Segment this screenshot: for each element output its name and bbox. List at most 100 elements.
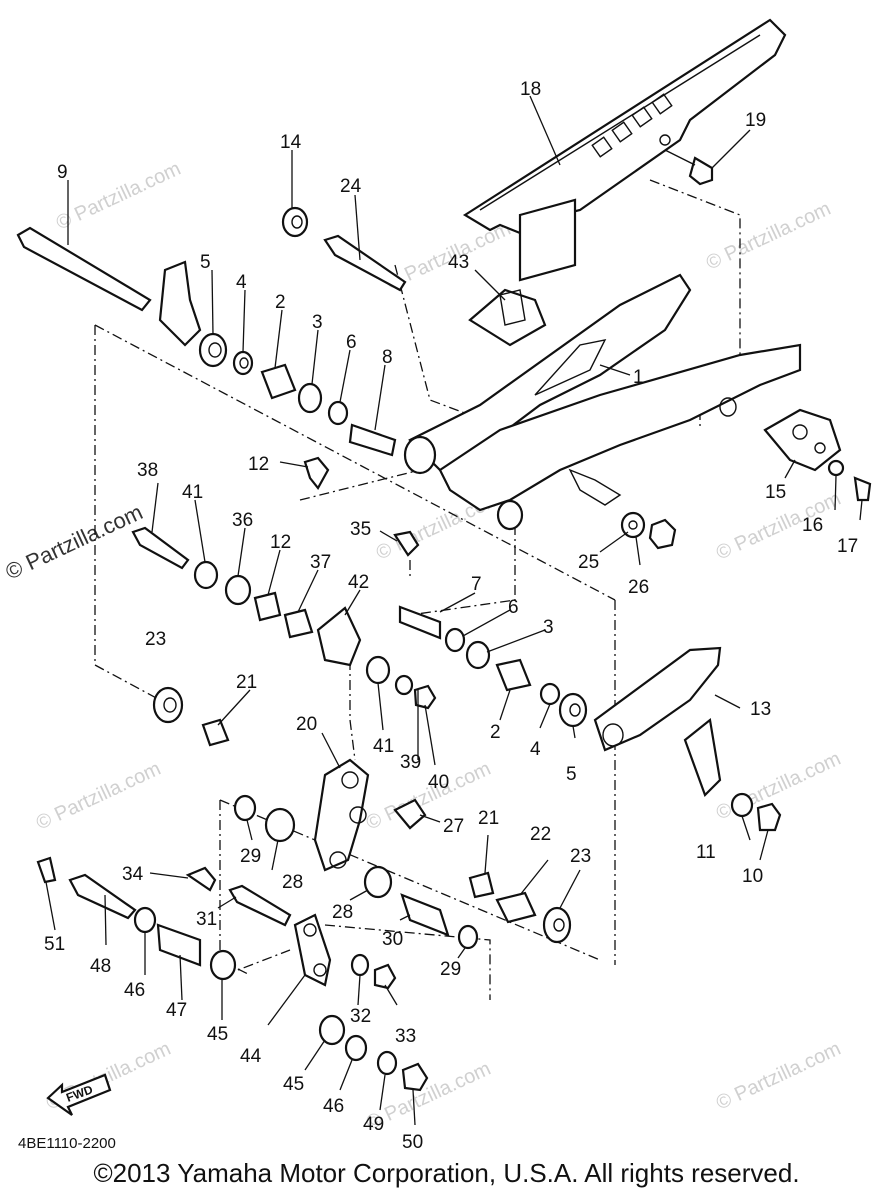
bracket	[158, 260, 202, 347]
callout-51: 51	[44, 934, 65, 955]
bolt-48	[68, 873, 137, 920]
protector-43	[468, 288, 547, 347]
callout-26: 26	[628, 577, 649, 598]
bracket-15	[763, 408, 842, 472]
watermark: © Partzilla.com	[363, 758, 494, 835]
callout-12: 35	[350, 519, 371, 540]
washer-32	[350, 953, 370, 977]
oil-seal-29	[457, 924, 479, 950]
grease-nipple-12	[393, 530, 420, 557]
callout-10: 10	[742, 866, 763, 887]
callout-47: 47	[166, 1000, 187, 1021]
callout-50: 50	[402, 1132, 423, 1153]
watermark: © Partzilla.com	[713, 1038, 844, 1115]
callout-3: 3	[543, 617, 554, 638]
callout-25: 25	[578, 552, 599, 573]
bearing-36	[224, 574, 252, 606]
callout-28: 28	[282, 872, 303, 893]
bearing-45	[209, 949, 237, 981]
oil-seal-41	[365, 655, 391, 685]
copyright-notice: ©2013 Yamaha Motor Corporation, U.S.A. A…	[93, 1158, 800, 1188]
chain-guard	[462, 18, 787, 282]
oil-seal-4	[539, 682, 561, 706]
nut-33	[373, 963, 397, 990]
callout-37: 37	[310, 552, 331, 573]
bolt-31	[228, 884, 292, 927]
callout-41: 41	[182, 482, 203, 503]
bearing-3	[297, 382, 323, 414]
washer-39	[394, 674, 414, 696]
callout-29: 29	[440, 959, 461, 980]
bearing-45	[318, 1014, 346, 1046]
swingarm	[403, 273, 802, 531]
callout-12: 12	[248, 454, 269, 475]
collar-35	[253, 591, 282, 622]
callout-29: 29	[240, 846, 261, 867]
bearing-3	[465, 640, 491, 670]
grease-nipple-34	[185, 866, 217, 892]
bolt-38	[131, 526, 190, 570]
collar-14	[281, 206, 309, 238]
callout-5: 5	[200, 252, 211, 273]
oil-seal-41	[193, 560, 219, 590]
collar-21	[201, 718, 230, 747]
washer-6	[444, 627, 466, 653]
callout-22: 22	[530, 824, 551, 845]
watermark: © Partzilla.com	[33, 758, 164, 835]
callout-18: 18	[520, 79, 541, 100]
collar-30	[400, 893, 450, 937]
callout-45: 45	[207, 1024, 228, 1045]
callout-41: 41	[373, 736, 394, 757]
oil-seal-23	[152, 686, 184, 724]
callout-48: 48	[90, 956, 111, 977]
grease-nipple-12	[303, 456, 330, 490]
callout-32: 32	[350, 1006, 371, 1027]
callout-4: 4	[236, 272, 247, 293]
collar-7	[398, 605, 442, 640]
bracket-42	[316, 606, 362, 667]
bearing-5	[198, 332, 228, 368]
callout-6: 6	[346, 332, 357, 353]
callout-24: 24	[340, 176, 362, 197]
grease-nipple-51	[36, 856, 57, 884]
callout-16: 16	[802, 515, 823, 536]
callout-9: 9	[57, 162, 68, 183]
callout-42: 42	[348, 572, 369, 593]
oil-seal-29	[233, 794, 257, 822]
bearing-37	[283, 608, 314, 639]
callout-40: 40	[428, 772, 449, 793]
callout-35: 12	[270, 532, 291, 553]
callout-28: 28	[332, 902, 353, 923]
callout-2: 2	[275, 292, 286, 313]
bolt-24	[323, 234, 407, 292]
connecting-arm-44	[293, 913, 332, 987]
callout-11: 11	[696, 842, 716, 863]
callout-17: 17	[837, 536, 858, 557]
callout-13: 13	[750, 699, 771, 720]
leader-lines	[45, 95, 863, 1126]
nut-40	[413, 684, 437, 710]
pivot-shaft-9	[16, 226, 152, 312]
diagram-code: 4BE1110-2200	[18, 1135, 116, 1152]
bearing-2	[260, 363, 297, 400]
collar-8	[348, 423, 397, 457]
callout-44: 44	[240, 1046, 262, 1067]
nut-26	[648, 518, 677, 550]
callout-6: 6	[508, 597, 519, 618]
bearing-28	[264, 807, 296, 843]
callout-2: 2	[490, 722, 501, 743]
callout-43: 43	[448, 252, 469, 273]
bolt-19	[664, 149, 714, 186]
callout-31: 31	[196, 909, 217, 930]
nut-10	[756, 802, 782, 832]
callout-46: 46	[124, 980, 145, 1001]
callout-21: 21	[236, 672, 257, 693]
callout-23: 23	[145, 629, 166, 650]
callout-30: 30	[382, 929, 403, 950]
callout-45: 45	[283, 1074, 304, 1095]
callout-15: 15	[765, 482, 786, 503]
callout-38: 38	[137, 460, 158, 481]
callout-labels: 18 19 14 24 9 43 5 4 2 3 6 8 1 12 38 41 …	[44, 79, 858, 1153]
oil-seal-4	[232, 350, 254, 376]
